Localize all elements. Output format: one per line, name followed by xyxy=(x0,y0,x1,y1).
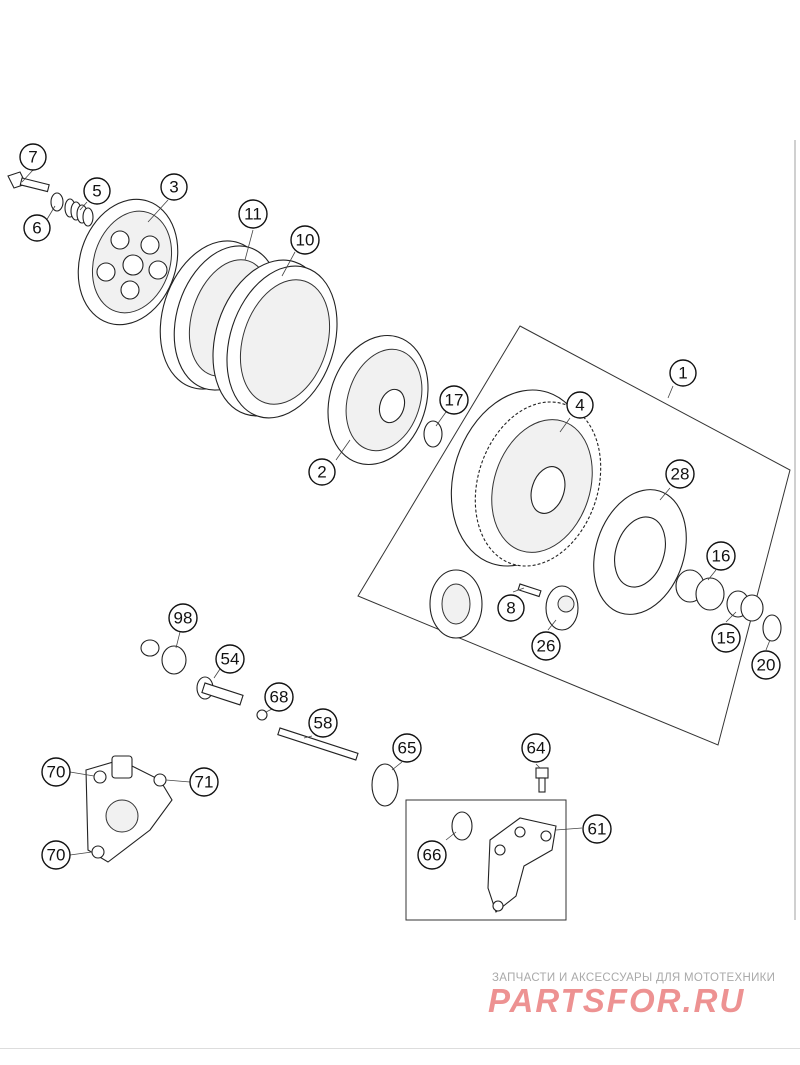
svg-text:16: 16 xyxy=(712,547,731,566)
svg-text:61: 61 xyxy=(588,820,607,839)
needle-bearing-part xyxy=(726,590,764,622)
pressure-plate-part xyxy=(77,198,179,326)
callout-6: 6 xyxy=(23,214,51,242)
push-rod-part xyxy=(277,727,359,761)
callout-1: 1 xyxy=(669,359,697,387)
bolt-part xyxy=(7,171,50,193)
spring-part xyxy=(64,198,94,227)
svg-text:5: 5 xyxy=(92,182,101,201)
toothed-washer-part xyxy=(161,645,187,675)
thrust-washer-part xyxy=(423,420,443,448)
svg-text:2: 2 xyxy=(317,463,326,482)
svg-text:66: 66 xyxy=(423,846,442,865)
callout-17: 17 xyxy=(439,385,469,415)
callout-65: 65 xyxy=(392,733,422,763)
bottom-divider xyxy=(0,1048,800,1049)
callout-5: 5 xyxy=(83,177,111,205)
callout-3: 3 xyxy=(160,173,188,201)
callout-66: 66 xyxy=(417,840,447,870)
callout-68: 68 xyxy=(264,682,294,712)
svg-text:70: 70 xyxy=(47,846,66,865)
svg-text:11: 11 xyxy=(244,205,262,224)
svg-text:58: 58 xyxy=(314,714,333,733)
svg-text:10: 10 xyxy=(296,231,315,250)
svg-text:71: 71 xyxy=(195,773,214,792)
svg-text:17: 17 xyxy=(445,391,464,410)
callout-28: 28 xyxy=(665,459,695,489)
svg-text:8: 8 xyxy=(506,599,515,618)
svg-text:3: 3 xyxy=(169,178,178,197)
primary-gear-part xyxy=(429,569,483,639)
svg-text:6: 6 xyxy=(32,219,41,238)
o-ring-part xyxy=(371,763,399,807)
pin-part xyxy=(517,583,542,598)
washer-98-part xyxy=(140,639,160,657)
steel-disc-stack-part xyxy=(212,259,338,419)
callout-54: 54 xyxy=(215,644,245,674)
svg-text:64: 64 xyxy=(527,739,546,758)
svg-text:68: 68 xyxy=(270,688,289,707)
callout-4: 4 xyxy=(566,391,594,419)
callout-16: 16 xyxy=(706,541,736,571)
svg-text:26: 26 xyxy=(537,637,556,656)
screw-part xyxy=(535,767,549,793)
callout-61: 61 xyxy=(582,814,612,844)
bushing-part xyxy=(675,569,725,611)
svg-text:54: 54 xyxy=(221,650,240,669)
svg-text:28: 28 xyxy=(671,465,690,484)
svg-text:20: 20 xyxy=(757,656,776,675)
callout-64: 64 xyxy=(521,733,551,763)
callout-7: 7 xyxy=(19,143,47,171)
spacer-washer-part xyxy=(762,614,782,642)
page-edge-shadow xyxy=(794,140,796,920)
lever-assembly-frame xyxy=(405,799,567,921)
callout-70-bottom: 70 xyxy=(41,840,71,870)
callout-2: 2 xyxy=(308,458,336,486)
push-rod-piece-part xyxy=(196,676,244,706)
callout-15: 15 xyxy=(711,623,741,653)
callout-71: 71 xyxy=(189,767,219,797)
clutch-cover-part xyxy=(85,755,173,863)
ball-part xyxy=(256,709,268,721)
svg-text:98: 98 xyxy=(174,609,193,628)
callout-8: 8 xyxy=(497,594,525,622)
seal-part xyxy=(451,811,473,841)
gasket-ring-part xyxy=(593,489,687,615)
callout-11: 11 xyxy=(238,199,268,229)
svg-text:4: 4 xyxy=(575,396,584,415)
callout-26: 26 xyxy=(531,631,561,661)
release-lever-part xyxy=(487,817,557,913)
svg-text:65: 65 xyxy=(398,739,417,758)
callout-58: 58 xyxy=(308,708,338,738)
callout-20: 20 xyxy=(751,650,781,680)
gear-assembly-frame xyxy=(357,325,791,746)
spacer-part xyxy=(545,585,579,631)
washer-part xyxy=(50,192,64,212)
clutch-basket-part xyxy=(450,389,602,567)
callout-10: 10 xyxy=(290,225,320,255)
svg-text:7: 7 xyxy=(28,148,37,167)
svg-text:70: 70 xyxy=(47,763,66,782)
inner-hub-part xyxy=(327,334,429,466)
svg-text:1: 1 xyxy=(678,364,687,383)
callout-70-top: 70 xyxy=(41,757,71,787)
svg-text:15: 15 xyxy=(717,629,736,648)
watermark-subtitle: ЗАПЧАСТИ И АКСЕССУАРЫ ДЛЯ МОТОТЕХНИКИ xyxy=(492,972,776,984)
watermark-logo: PARTSFOR.RU xyxy=(488,982,746,1019)
callout-98: 98 xyxy=(168,603,198,633)
